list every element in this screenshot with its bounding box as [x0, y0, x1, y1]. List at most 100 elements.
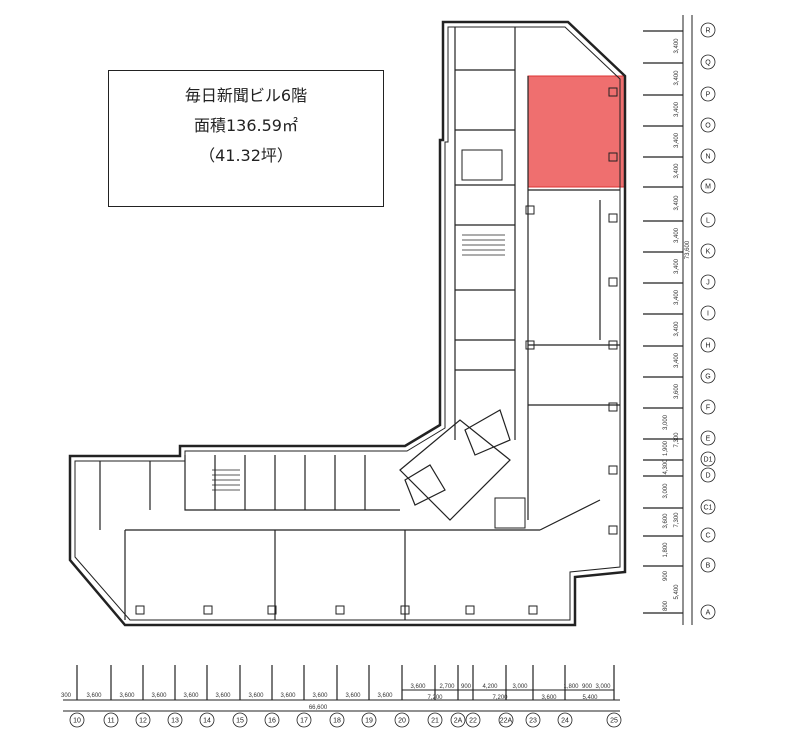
- column: [608, 87, 618, 97]
- floor-info-box: 毎日新聞ビル6階 面積136.59㎡ （41.32坪）: [108, 70, 384, 207]
- grid-label: 12: [139, 718, 147, 725]
- dimension-label: 3,600: [663, 513, 669, 529]
- grid-label: 16: [268, 718, 276, 725]
- dimension-label: 900: [663, 570, 669, 581]
- grid-bubble: [700, 430, 716, 446]
- column: [335, 605, 345, 615]
- dimension-label: 3,600: [183, 693, 199, 699]
- grid-label: L: [706, 218, 710, 225]
- sub-dimension-label: 4,200: [482, 684, 498, 690]
- grid-label: 25: [610, 718, 618, 725]
- dimension-label: 3,600: [86, 693, 102, 699]
- grid-label: B: [706, 563, 711, 570]
- dimension-label: 3,400: [674, 70, 680, 86]
- column: [525, 340, 535, 350]
- grid-label: 17: [300, 718, 308, 725]
- grid-bubble: [700, 117, 716, 133]
- dimension-label: 1,800: [663, 542, 669, 558]
- grid-label: 15: [236, 718, 244, 725]
- grid-label: 13: [171, 718, 179, 725]
- grid-bubble: [498, 712, 514, 728]
- grid-label: N: [705, 154, 710, 161]
- floor-title: 毎日新聞ビル6階: [184, 86, 308, 105]
- column: [267, 605, 277, 615]
- grid-bubble: [700, 557, 716, 573]
- grid-bubble: [103, 712, 119, 728]
- dimension-label: 3,600: [312, 693, 328, 699]
- dimension-label: 3,000: [663, 483, 669, 499]
- grid-label: 21: [431, 718, 439, 725]
- column: [203, 605, 213, 615]
- total-dimension: 73,600: [685, 240, 691, 259]
- column: [608, 152, 618, 162]
- grid-label: A: [706, 610, 711, 617]
- dimension-label: 1,900: [663, 440, 669, 456]
- grid-bubble: [700, 337, 716, 353]
- dimension-label: 300: [61, 693, 72, 699]
- dimension-label: 3,400: [674, 352, 680, 368]
- grid-label: 22A: [500, 718, 513, 725]
- dimension-label: 3,600: [248, 693, 264, 699]
- column: [400, 605, 410, 615]
- grid-bubble: [525, 712, 541, 728]
- grid-label: 24: [561, 718, 569, 725]
- dimension-label: 3,400: [674, 132, 680, 148]
- grid-bubble: [700, 527, 716, 543]
- grid-bubble: [700, 451, 716, 467]
- grid-bubble: [700, 148, 716, 164]
- grid-label: 22: [469, 718, 477, 725]
- sub-dimension-label: 2,700: [439, 684, 455, 690]
- subtotal-label: 7,300: [674, 512, 680, 528]
- grid-label: E: [706, 436, 711, 443]
- dimension-label: 3,400: [674, 101, 680, 117]
- grid-label: D: [705, 473, 710, 480]
- grid-bubble: [700, 54, 716, 70]
- dimension-label: 800: [663, 600, 669, 611]
- grid-label: J: [706, 280, 710, 287]
- grid-label: R: [705, 28, 710, 35]
- dimension-label: 7,200: [492, 695, 508, 701]
- subtotal-label: 7,300: [674, 432, 680, 448]
- column: [465, 605, 475, 615]
- grid-label: O: [705, 123, 711, 130]
- grid-bubble: [69, 712, 85, 728]
- grid-label: 20: [398, 718, 406, 725]
- column: [525, 205, 535, 215]
- grid-bubble: [329, 712, 345, 728]
- grid-bubble: [700, 22, 716, 38]
- column: [608, 402, 618, 412]
- grid-bubble: [700, 274, 716, 290]
- dimension-label: 3,600: [215, 693, 231, 699]
- grid-bubble: [700, 243, 716, 259]
- grid-bubble: [700, 305, 716, 321]
- grid-bubble: [465, 712, 481, 728]
- grid-label: C: [705, 533, 710, 540]
- grid-bubble: [700, 368, 716, 384]
- dimension-label: 3,400: [674, 289, 680, 305]
- grid-bubble: [427, 712, 443, 728]
- dimension-label: 3,400: [674, 163, 680, 179]
- dimension-label: 3,000: [663, 414, 669, 430]
- grid-label: 10: [73, 718, 81, 725]
- highlighted-rental-area[interactable]: [527, 75, 626, 188]
- dimension-label: 3,400: [674, 321, 680, 337]
- grid-bubble: [700, 399, 716, 415]
- grid-label: 2A: [454, 718, 463, 725]
- dimension-label: 3,400: [674, 227, 680, 243]
- grid-label: Q: [705, 60, 711, 67]
- grid-bubble: [232, 712, 248, 728]
- dimension-label: 3,600: [674, 383, 680, 399]
- grid-label: D1: [704, 457, 713, 464]
- sub-dimension-label: 1,800: [563, 684, 579, 690]
- grid-bubble: [700, 212, 716, 228]
- column: [608, 277, 618, 287]
- grid-label: C1: [704, 505, 713, 512]
- grid-bubble: [199, 712, 215, 728]
- dimension-label: 5,400: [674, 584, 680, 600]
- grid-label: 11: [107, 718, 114, 725]
- grid-bubble: [700, 178, 716, 194]
- grid-bubble: [606, 712, 622, 728]
- dimension-label: 4,300: [663, 459, 669, 475]
- column: [135, 605, 145, 615]
- grid-bubble: [700, 499, 716, 515]
